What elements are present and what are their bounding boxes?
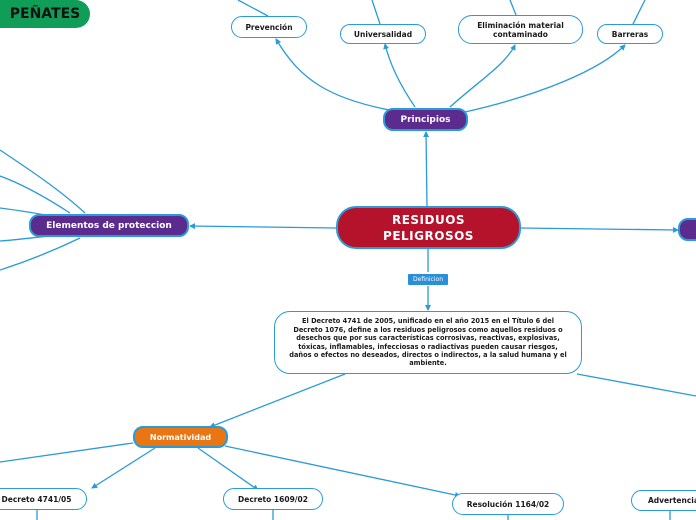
node-decreto-1609-label: Decreto 1609/02 <box>238 494 308 504</box>
node-decreto-1609[interactable]: Decreto 1609/02 <box>223 488 323 510</box>
node-right-offscreen[interactable] <box>678 218 696 241</box>
node-elementos-proteccion[interactable]: Elementos de proteccion <box>29 214 189 237</box>
node-normatividad[interactable]: Normatividad <box>133 426 228 448</box>
node-resolucion-1164[interactable]: Resolución 1164/02 <box>452 493 564 515</box>
node-advertencia[interactable]: Advertencia <box>631 490 696 511</box>
node-barreras-label: Barreras <box>611 29 649 39</box>
node-advertencia-label: Advertencia <box>648 496 696 505</box>
node-prevencion-label: Prevención <box>245 22 293 32</box>
node-definicion-text[interactable]: El Decreto 4741 de 2005, unificado en el… <box>274 311 582 374</box>
definicion-tag-label: Definicion <box>413 276 443 283</box>
definicion-text: El Decreto 4741 de 2005, unificado en el… <box>289 317 567 368</box>
node-elementos-proteccion-label: Elementos de proteccion <box>46 220 172 231</box>
node-decreto-4741-label: Decreto 4741/05 <box>1 494 72 504</box>
top-left-banner[interactable]: PEÑATES <box>0 0 90 28</box>
node-principios[interactable]: Principios <box>383 108 468 131</box>
definicion-tag: Definicion <box>408 274 448 285</box>
node-barreras[interactable]: Barreras <box>597 24 663 44</box>
node-prevencion[interactable]: Prevención <box>231 16 307 38</box>
node-resolucion-1164-label: Resolución 1164/02 <box>466 499 550 509</box>
node-eliminacion-material[interactable]: Eliminación material contaminado <box>458 15 583 44</box>
node-universalidad-label: Universalidad <box>353 29 413 39</box>
node-decreto-4741[interactable]: Decreto 4741/05 <box>0 488 87 510</box>
node-eliminacion-material-label: Eliminación material contaminado <box>477 20 564 39</box>
node-normatividad-label: Normatividad <box>149 432 212 442</box>
node-principios-label: Principios <box>400 114 451 125</box>
node-residuos-peligrosos-label: RESIDUOS PELIGROSOS <box>383 212 474 243</box>
top-left-banner-label: PEÑATES <box>9 6 81 22</box>
node-residuos-peligrosos[interactable]: RESIDUOS PELIGROSOS <box>336 206 521 249</box>
node-universalidad[interactable]: Universalidad <box>340 24 426 44</box>
